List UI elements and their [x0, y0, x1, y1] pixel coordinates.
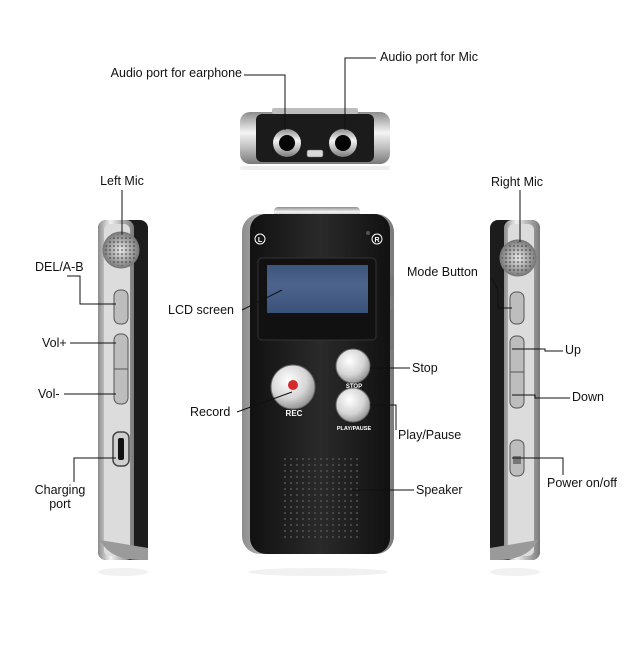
top-view: [240, 108, 390, 170]
up-down-rocker-icon: [509, 335, 525, 409]
right-channel-badge: R: [371, 233, 383, 245]
rec-text: REC: [286, 409, 303, 418]
play-pause-button-icon: PLAY/PAUSE: [335, 387, 372, 432]
label-up: Up: [565, 343, 581, 357]
stop-text: STOP: [346, 384, 362, 390]
label-vol-plus: Vol+: [42, 336, 67, 350]
left-side-view: [98, 220, 148, 576]
right-channel-letter: R: [374, 237, 379, 244]
label-audio-port-earphone: Audio port for earphone: [110, 66, 242, 80]
label-lcd-screen: LCD screen: [168, 303, 234, 317]
record-button-icon: REC: [270, 364, 316, 418]
label-power: Power on/off: [547, 476, 617, 490]
label-left-mic: Left Mic: [100, 174, 144, 188]
speaker-grille-icon: [282, 458, 360, 542]
earphone-jack-icon: [273, 129, 301, 157]
mic-jack-icon: [329, 129, 357, 157]
leader-lines: [64, 57, 570, 491]
front-view: L R REC STOP PLAY/PAUSE: [242, 207, 394, 576]
label-charging-line2: port: [49, 497, 71, 511]
label-record: Record: [190, 405, 231, 419]
left-channel-badge: L: [254, 233, 266, 245]
label-del-ab: DEL/A-B: [35, 260, 84, 274]
label-right-mic: Right Mic: [490, 175, 544, 189]
stop-button-icon: STOP: [335, 348, 371, 390]
label-speaker: Speaker: [416, 483, 463, 497]
label-vol-minus: Vol-: [38, 387, 60, 401]
mode-button-icon: [509, 291, 525, 325]
label-charging-line1: Charging: [34, 483, 86, 497]
volume-rocker-icon: [113, 333, 129, 405]
lcd-screen-icon: [257, 257, 377, 341]
label-down: Down: [572, 390, 604, 404]
right-side-view: [490, 220, 540, 576]
label-mode-button: Mode Button: [407, 265, 478, 279]
left-mic-grille-icon: [102, 231, 140, 269]
label-play-pause: Play/Pause: [398, 428, 462, 442]
right-mic-grille-icon: [499, 239, 537, 277]
del-ab-button-icon: [113, 289, 129, 325]
play-pause-text: PLAY/PAUSE: [337, 426, 372, 432]
left-channel-letter: L: [258, 237, 263, 244]
charging-port-icon: [112, 431, 130, 467]
label-stop: Stop: [412, 361, 438, 375]
label-audio-port-mic: Audio port for Mic: [380, 50, 478, 64]
